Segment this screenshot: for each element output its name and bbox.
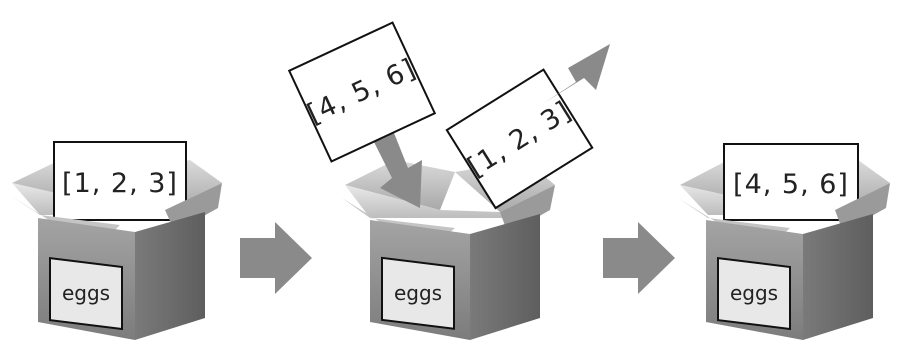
card-3: [4, 5, 6] <box>723 143 859 221</box>
box-1-label-panel <box>49 257 123 331</box>
box-1-label: eggs <box>62 281 110 305</box>
box-2: eggs [4, 5, 6] [1, 2, 3] <box>287 21 610 340</box>
box-2-label: eggs <box>394 281 442 305</box>
box-3: [4, 5, 6] eggs <box>678 143 890 340</box>
box-2-body: eggs <box>342 185 555 340</box>
card-3-text: [4, 5, 6] <box>733 169 849 200</box>
card-2-outgoing: [1, 2, 3] <box>445 68 594 210</box>
box-2-label-panel <box>381 256 455 330</box>
box-3-label: eggs <box>730 281 778 305</box>
box-3-label-panel <box>717 257 791 331</box>
box-1: [1, 2, 3] eggs <box>10 141 222 340</box>
card-1: [1, 2, 3] <box>53 141 187 221</box>
right-arrow-icon <box>603 222 675 294</box>
down-arrow-icon <box>372 128 422 208</box>
box-3-body: eggs <box>678 183 890 340</box>
up-right-arrow-icon <box>544 44 610 103</box>
right-arrow-icon <box>240 222 312 294</box>
box-1-body: eggs <box>10 183 222 340</box>
card-1-text: [1, 2, 3] <box>62 168 178 199</box>
card-2-incoming: [4, 5, 6] <box>287 21 437 163</box>
